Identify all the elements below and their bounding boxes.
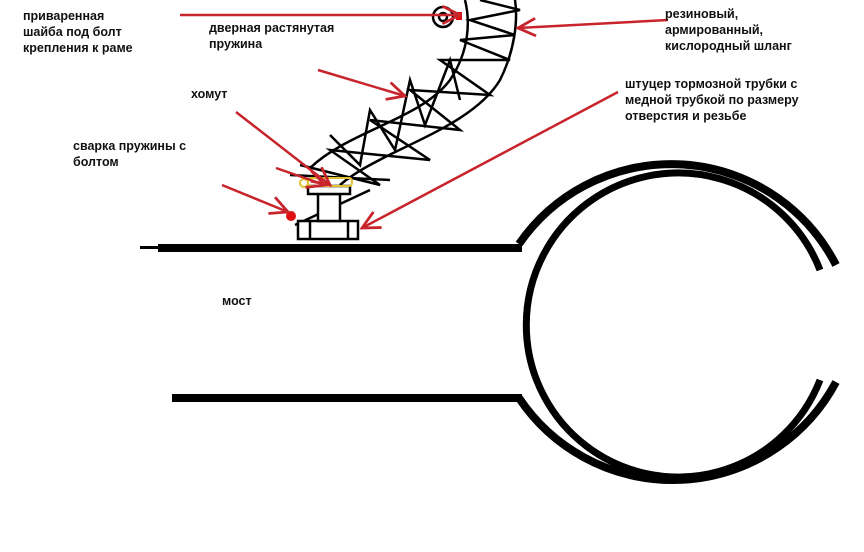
label-spring: дверная растянутая пружина [209,20,334,52]
label-line: медной трубкой по размеру [625,93,799,107]
label-line: болтом [73,155,119,169]
washer [431,5,455,29]
bolt [296,184,360,241]
label-line: отверстия и резьбе [625,109,747,123]
label-line: дверная растянутая [209,21,335,35]
label-line: шайба под болт [23,25,122,39]
label-line: приваренная [23,9,105,23]
label-line: крепления к раме [23,41,133,55]
arrow-clamp-2 [275,166,325,185]
label-line: пружина [209,37,263,51]
axle-beam-bottom [172,394,522,402]
arrows [180,15,669,228]
arrow-clamp [235,111,330,185]
label-clamp: хомут [191,86,227,102]
arrow-weld [221,183,288,212]
label-line: сварка пружины с [73,139,187,153]
label-line: кислородный шланг [665,39,792,53]
label-fitting: штуцер тормозной трубки с медной трубкой… [625,76,799,124]
label-weld: сварка пружины с болтом [73,138,186,170]
label-hose: резиновый, армированный, кислородный шла… [665,6,792,54]
label-line: армированный, [665,23,764,37]
housing-inner-ring [522,169,824,481]
label-washer: приваренная шайба под болт крепления к р… [23,8,133,56]
arrow-spring [317,68,405,96]
label-line: штуцер тормозной трубки с [625,77,798,91]
label-line: мост [222,294,252,308]
housing-outer-arc [515,160,840,267]
label-line: хомут [191,87,228,101]
label-line: резиновый, [665,7,739,21]
arrow-hose [518,20,669,28]
arrow-fitting [362,90,619,228]
axle-beam-top [140,244,522,252]
label-axle: мост [222,293,252,309]
